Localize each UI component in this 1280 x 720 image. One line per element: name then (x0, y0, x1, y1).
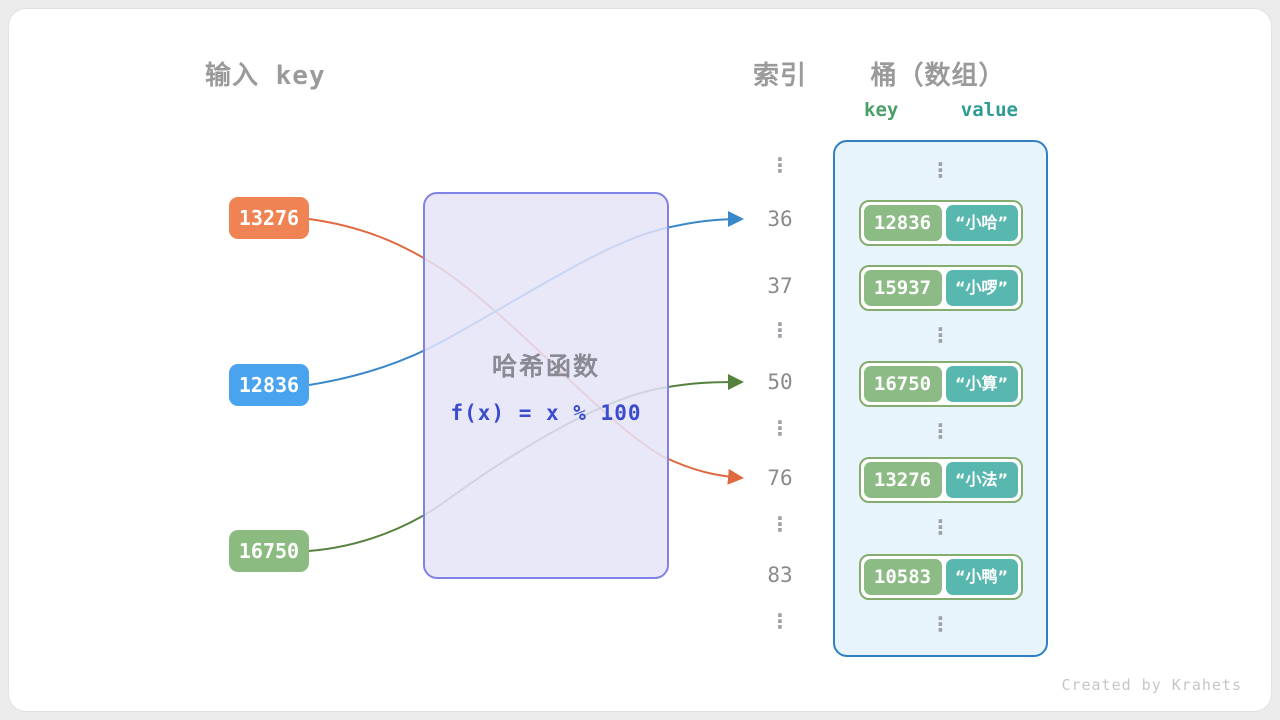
input-key-title: 输入 key (205, 61, 326, 91)
bucket-key: 10583 (863, 559, 942, 595)
index-value: 50 (767, 370, 793, 394)
key-column-label: key (864, 99, 899, 121)
value-column-label: value (960, 99, 1018, 121)
bucket-value: “小哈” (945, 205, 1018, 241)
bucket-entry: 16750 “小算” (858, 361, 1023, 407)
watermark: Created by Krahets (1061, 676, 1242, 694)
input-key-chip: 16750 (229, 530, 309, 572)
hash-function-box: 哈希函数 f(x) = x % 100 (423, 192, 669, 579)
bucket-entry: 15937 “小啰” (858, 265, 1023, 311)
bucket-entry: 13276 “小法” (858, 457, 1023, 503)
bucket-key: 13276 (863, 462, 942, 498)
bucket-vdots: ⋮ (930, 323, 951, 347)
hash-function-title: 哈希函数 (491, 351, 600, 381)
input-key-chip: 13276 (229, 197, 309, 239)
bucket-key: 12836 (863, 205, 942, 241)
input-key-chip: 12836 (229, 364, 309, 406)
index-title: 索引 (752, 61, 807, 91)
index-vdots: ⋮ (770, 416, 790, 440)
bucket-entry: 12836 “小哈” (858, 200, 1023, 246)
bucket-container: ⋮ 12836 “小哈” 15937 “小啰” ⋮ 16750 “小算” ⋮ 1… (833, 140, 1048, 657)
hash-function-formula: f(x) = x % 100 (450, 400, 642, 425)
index-value: 76 (767, 466, 793, 490)
bucket-value: “小啰” (945, 270, 1018, 306)
index-value: 36 (767, 207, 793, 231)
bucket-entry: 10583 “小鸭” (858, 554, 1023, 600)
index-value: 37 (767, 274, 793, 298)
bucket-value: “小鸭” (945, 559, 1018, 595)
index-vdots: ⋮ (770, 512, 790, 536)
bucket-title: 桶（数组） (870, 61, 1006, 91)
bucket-kv-header: key value (852, 99, 1030, 121)
bucket-vdots: ⋮ (930, 515, 951, 539)
bucket-vdots: ⋮ (930, 419, 951, 443)
index-vdots: ⋮ (770, 609, 790, 633)
index-vdots: ⋮ (770, 318, 790, 342)
bucket-value: “小算” (945, 366, 1018, 402)
bucket-vdots: ⋮ (930, 158, 951, 182)
bucket-key: 16750 (863, 366, 942, 402)
index-value: 83 (767, 563, 793, 587)
index-vdots: ⋮ (770, 153, 790, 177)
bucket-key: 15937 (863, 270, 942, 306)
bucket-value: “小法” (945, 462, 1018, 498)
bucket-vdots: ⋮ (930, 612, 951, 636)
